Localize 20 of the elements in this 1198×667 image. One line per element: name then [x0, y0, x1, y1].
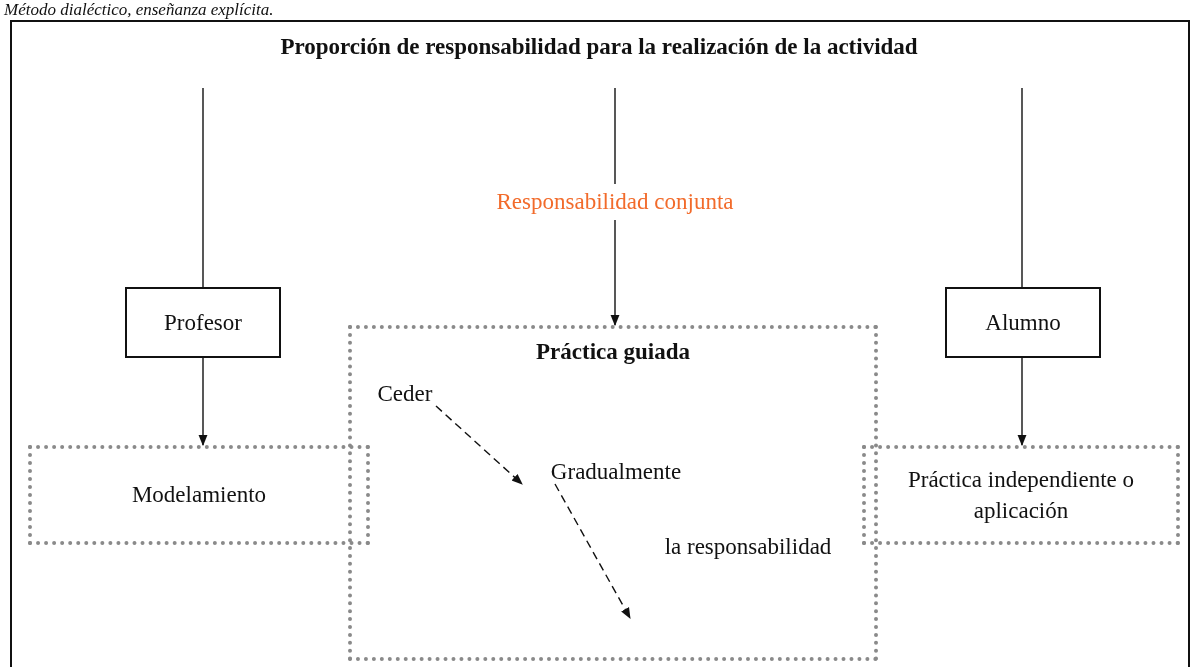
dotted-box: Modelamiento	[28, 445, 370, 545]
caption: Método dialéctico, enseñanza explícita.	[4, 0, 274, 19]
diagram-title: Proporción de responsabilidad para la realización de la actividad	[279, 34, 919, 60]
arrow	[610, 219, 620, 327]
dotted-box: Práctica independiente o aplicación	[862, 445, 1180, 545]
arrow	[198, 357, 208, 447]
connector-line	[1021, 87, 1023, 288]
dashed-arrow	[435, 405, 523, 485]
node-text: la responsabilidad	[632, 531, 864, 563]
node-text: Gradualmente	[526, 456, 706, 488]
group-title: Práctica guiada	[536, 339, 690, 365]
dotted-group-box	[348, 325, 878, 661]
process-box: Profesor	[125, 287, 281, 358]
node-text: Responsabilidad conjunta	[440, 184, 790, 220]
connector-line	[202, 87, 204, 288]
process-box: Alumno	[945, 287, 1101, 358]
node-text: Ceder	[370, 378, 440, 410]
connector-line	[614, 87, 616, 185]
arrow	[1017, 357, 1027, 447]
dashed-arrow	[554, 483, 631, 619]
